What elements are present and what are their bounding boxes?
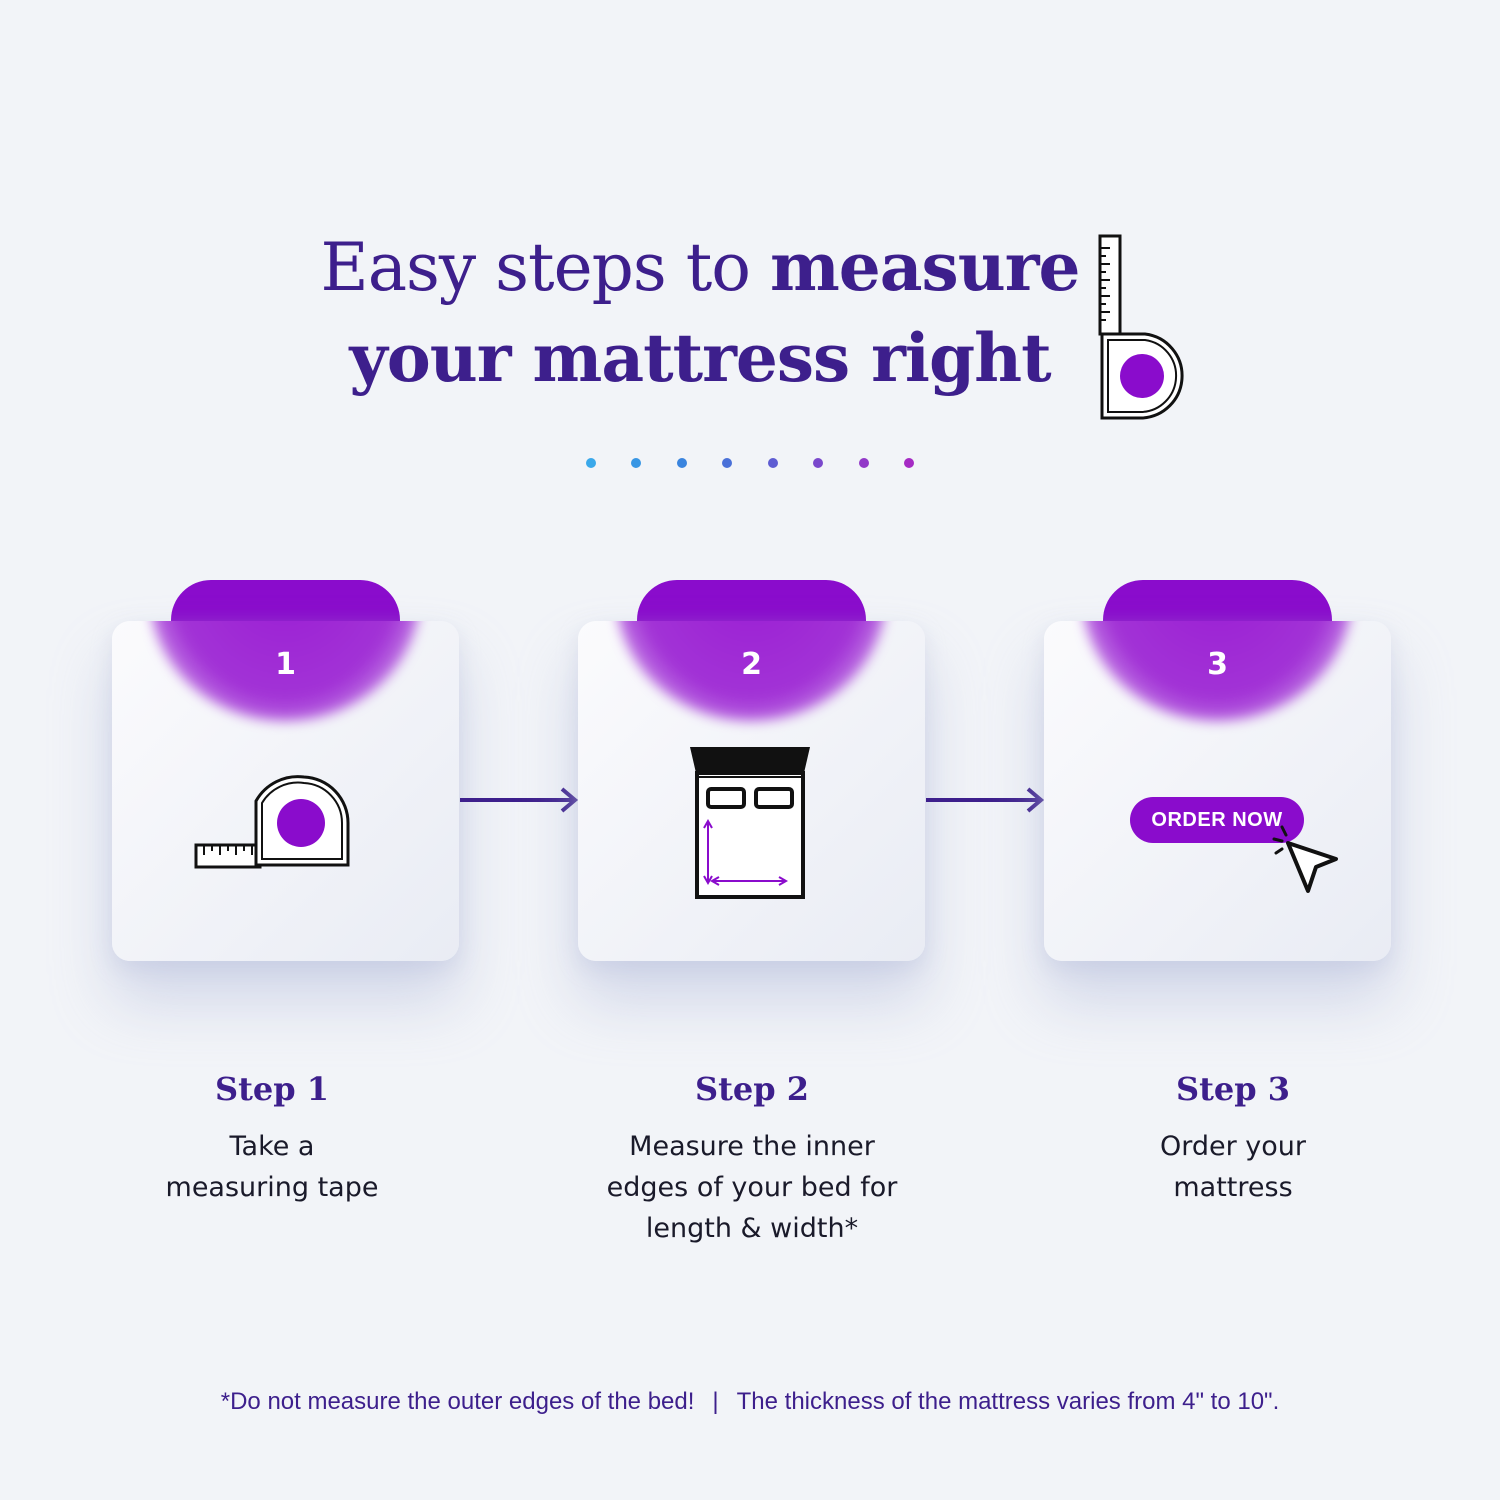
step-1-card: 1 xyxy=(112,621,459,961)
tape-measure-icon xyxy=(1098,234,1184,420)
page-title: Easy steps to measure your mattress righ… xyxy=(250,222,1150,403)
step-2-card: 2 xyxy=(578,621,925,961)
divider-dot xyxy=(859,458,869,468)
order-now-button[interactable]: ORDER NOW xyxy=(1130,797,1304,843)
step-3-title: Step 3 xyxy=(1175,1070,1291,1108)
headline-line-1: Easy steps to measure xyxy=(250,222,1150,313)
step-3-description: Order your mattress xyxy=(1159,1131,1307,1203)
bed-icon xyxy=(690,747,810,899)
step-3-card: 3 ORDER NOW xyxy=(1044,621,1391,961)
divider-dot xyxy=(631,458,641,468)
step-1-number: 1 xyxy=(275,647,296,682)
divider-dot xyxy=(586,458,596,468)
footnote-left: *Do not measure the outer edges of the b… xyxy=(220,1388,695,1415)
step-1-title: Step 1 xyxy=(214,1070,330,1108)
divider-dot xyxy=(677,458,687,468)
footnote: *Do not measure the outer edges of the b… xyxy=(0,1388,1500,1416)
headline-line-2: your mattress right xyxy=(349,319,1051,397)
footnote-right: The thickness of the mattress varies fro… xyxy=(736,1388,1280,1415)
arrow-right-icon xyxy=(460,787,579,813)
dot-divider xyxy=(586,458,926,470)
headline-bold-text: measure xyxy=(769,228,1080,306)
footnote-separator: | xyxy=(712,1388,719,1415)
arrow-right-icon xyxy=(926,787,1045,813)
step-1-description: Take a measuring tape xyxy=(165,1131,379,1203)
cursor-icon xyxy=(1272,825,1338,893)
divider-dot xyxy=(904,458,914,468)
divider-dot xyxy=(722,458,732,468)
tape-measure-icon xyxy=(194,775,350,869)
divider-dot xyxy=(768,458,778,468)
headline-light-text: Easy steps to xyxy=(320,229,770,306)
step-2-description: Measure the inner edges of your bed for … xyxy=(606,1131,898,1244)
step-3-number: 3 xyxy=(1207,647,1228,682)
step-2-number: 2 xyxy=(741,647,762,682)
divider-dot xyxy=(813,458,823,468)
step-2-title: Step 2 xyxy=(694,1070,810,1108)
